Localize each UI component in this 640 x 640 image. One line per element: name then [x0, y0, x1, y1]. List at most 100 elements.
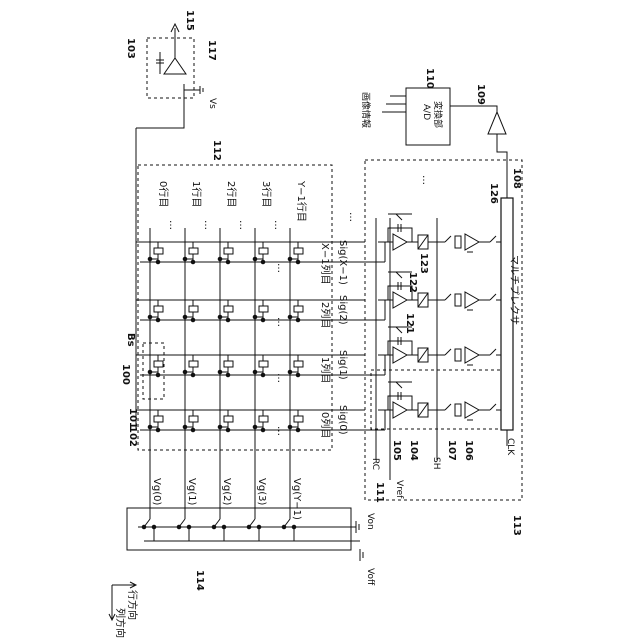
column-label: 0列目 — [319, 412, 332, 438]
vref-label: Vref — [394, 480, 404, 499]
junction-dot — [296, 373, 300, 377]
amplifier — [465, 292, 479, 308]
hold-capacitor — [455, 236, 461, 248]
von-label: Von — [365, 513, 375, 530]
ref-numeral: 103 — [125, 38, 136, 59]
hold-capacitor — [455, 349, 461, 361]
junction-dot — [296, 260, 300, 264]
ref-numeral: Bs — [125, 333, 136, 347]
amplifier — [393, 402, 407, 418]
ref-numeral: 109 — [475, 84, 486, 105]
junction-dot — [288, 370, 292, 374]
junction-dot — [226, 260, 230, 264]
ref-numeral: 104 — [408, 440, 419, 461]
sample-switch — [445, 236, 451, 242]
junction-dot — [148, 257, 152, 261]
multiplexer-label: マルチプレクサ — [508, 255, 520, 325]
ref-numeral: 107 — [446, 440, 457, 461]
photodiode — [189, 248, 198, 254]
ref-numeral: 102 — [127, 426, 138, 447]
sig-label: Sig(2) — [337, 295, 348, 325]
row-label: 2行目 — [225, 181, 238, 207]
row-direction-label: 行方向 — [126, 590, 139, 620]
photodiode — [294, 306, 303, 312]
mux-switch — [490, 294, 496, 300]
ref-numeral: 113 — [511, 515, 522, 536]
ellipsis: … — [420, 175, 431, 185]
junction-dot — [191, 260, 195, 264]
photodiode — [259, 416, 268, 422]
junction-dot — [288, 425, 292, 429]
ellipsis: … — [237, 220, 248, 230]
ellipsis: … — [347, 212, 358, 222]
photodiode — [154, 248, 163, 254]
ad-converter-label: 変換部 — [432, 101, 444, 128]
photodiode — [294, 361, 303, 367]
junction-dot — [296, 318, 300, 322]
ad-converter-label: A/D — [421, 104, 431, 120]
junction-dot — [148, 425, 152, 429]
junction-dot — [296, 428, 300, 432]
junction-dot — [253, 425, 257, 429]
bias-amplifier — [164, 58, 186, 74]
photodiode — [154, 416, 163, 422]
sig-label: Sig(1) — [337, 350, 348, 380]
ref-numeral: 112 — [211, 140, 222, 161]
junction-dot — [226, 318, 230, 322]
reset-switch — [396, 327, 402, 333]
photodiode — [189, 416, 198, 422]
ref-numeral: 100 — [120, 364, 131, 385]
mux-switch — [490, 349, 496, 355]
voff-label: Voff — [365, 568, 375, 586]
ellipsis: … — [272, 220, 283, 230]
junction-dot — [261, 318, 265, 322]
junction-dot — [253, 370, 257, 374]
junction-dot — [226, 373, 230, 377]
rc-label: RC — [370, 458, 380, 470]
junction-dot — [218, 315, 222, 319]
junction-dot — [191, 428, 195, 432]
ref-numeral: 117 — [206, 40, 217, 61]
bias-feed — [136, 84, 184, 128]
reset-switch — [396, 272, 402, 278]
ellipsis: … — [275, 373, 286, 383]
column-label: 1列目 — [319, 357, 332, 383]
gate-label: Vg(1) — [186, 478, 197, 505]
photodiode — [189, 361, 198, 367]
ref-numeral: 108 — [511, 168, 522, 189]
column-label: 2列目 — [319, 302, 332, 328]
row-label: 0行目 — [157, 181, 170, 207]
clk-label: CLK — [505, 438, 515, 456]
photodiode — [259, 248, 268, 254]
ellipsis: … — [275, 317, 286, 327]
junction-dot — [288, 315, 292, 319]
ref-numeral: 115 — [184, 10, 195, 31]
photodiode — [224, 248, 233, 254]
sample-switch — [445, 349, 451, 355]
photodiode — [259, 361, 268, 367]
sig-label: Sig(X−1) — [337, 240, 348, 285]
junction-dot — [218, 370, 222, 374]
hold-capacitor — [455, 404, 461, 416]
junction-dot — [191, 318, 195, 322]
column-direction-label: 列方向 — [114, 608, 127, 638]
junction-dot — [261, 428, 265, 432]
junction-dot — [288, 257, 292, 261]
ellipsis: … — [275, 426, 286, 436]
reset-switch — [396, 214, 402, 220]
junction-dot — [253, 315, 257, 319]
sample-switch — [445, 404, 451, 410]
hold-capacitor — [455, 294, 461, 306]
photodiode — [224, 306, 233, 312]
ref-numeral: 110 — [424, 68, 435, 89]
vs-label: Vs — [207, 98, 217, 109]
ref-numeral: 105 — [391, 440, 402, 461]
image-info-label: 画像情報 — [360, 92, 372, 128]
photodiode — [224, 416, 233, 422]
junction-dot — [226, 428, 230, 432]
junction-dot — [156, 428, 160, 432]
sample-switch — [445, 294, 451, 300]
adc-input — [450, 106, 497, 112]
